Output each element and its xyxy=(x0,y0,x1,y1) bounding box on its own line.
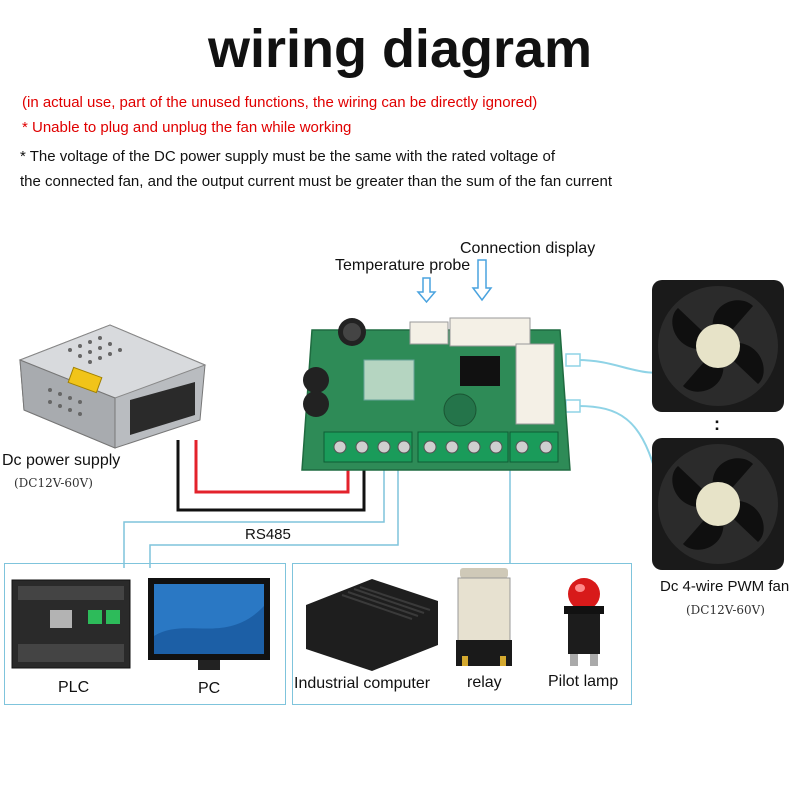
plc-label: PLC xyxy=(58,679,90,696)
output-devices-box xyxy=(292,563,632,705)
fan-range: (DC12V-60V) xyxy=(686,603,765,617)
fan-icon xyxy=(652,438,784,570)
note-unused-functions: (in actual use, part of the unused funct… xyxy=(22,94,538,111)
rs485-devices-box xyxy=(4,563,286,705)
fan-icon xyxy=(652,280,784,412)
pilot-lamp-label: Pilot lamp xyxy=(548,673,619,690)
rs485-wire-pc xyxy=(149,460,399,568)
fan-ellipsis: : xyxy=(714,414,720,434)
note-no-hotplug: * Unable to plug and unplug the fan whil… xyxy=(22,119,352,136)
black-power-wire xyxy=(176,440,366,512)
note-voltage-2: the connected fan, and the output curren… xyxy=(20,173,613,190)
pilot-lamp-icon xyxy=(564,578,604,666)
fan-label: Dc 4-wire PWM fan xyxy=(660,578,790,595)
relay-label: relay xyxy=(467,674,502,691)
fan-cable-2 xyxy=(577,405,656,471)
power-supply-range: (DC12V-60V) xyxy=(14,476,93,490)
down-arrow-icon xyxy=(471,259,493,302)
connection-display-label: Connection display xyxy=(460,240,596,257)
note-voltage-1: * The voltage of the DC power supply mus… xyxy=(20,148,556,165)
page-title: wiring diagram xyxy=(207,19,593,79)
industrial-computer-icon xyxy=(306,579,438,671)
temperature-probe-label: Temperature probe xyxy=(335,257,471,274)
power-supply-icon xyxy=(18,324,207,449)
rs485-wire-plc xyxy=(123,460,385,568)
power-supply-label: Dc power supply xyxy=(2,452,121,469)
red-power-wire xyxy=(194,440,350,494)
fan-plug-1 xyxy=(565,353,581,367)
pc-label: PC xyxy=(198,680,221,697)
industrial-computer-label: Industrial computer xyxy=(294,675,431,692)
monitor-icon xyxy=(148,578,270,670)
controller-board-icon xyxy=(301,317,571,471)
relay-icon xyxy=(456,568,512,666)
rs485-label: RS485 xyxy=(245,526,291,543)
plc-icon xyxy=(11,579,131,669)
down-arrow-icon xyxy=(416,277,437,304)
